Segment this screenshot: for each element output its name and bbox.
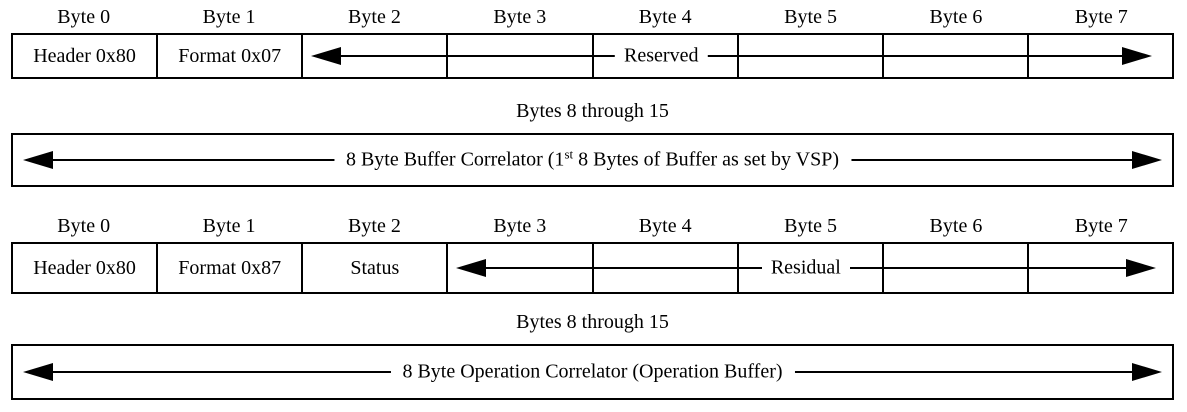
table1-cell-header: Header 0x80 <box>33 44 136 67</box>
byte-header-label: Byte 1 <box>202 215 256 237</box>
arrowhead-left-icon <box>455 259 486 277</box>
byte-header-label: Byte 1 <box>202 6 256 28</box>
operation-correlator-box: 8 Byte Operation Correlator (Operation B… <box>11 344 1174 400</box>
reserved-label: Reserved <box>615 44 708 68</box>
table2-cell-format: Format 0x87 <box>156 244 301 292</box>
byte-header-label: Byte 7 <box>1074 6 1128 28</box>
byte-header-label: Byte 5 <box>784 6 837 28</box>
byte-header-label: Byte 3 <box>493 6 547 28</box>
label-text: 8 Byte Buffer Correlator (1 <box>345 148 565 171</box>
table2-cell-header: Header 0x80 <box>33 256 136 279</box>
byte-header-label: Byte 6 <box>929 215 983 237</box>
table1-cell-format: Format 0x07 <box>156 35 301 77</box>
label-text: 8 Bytes of Buffer as set by VSP) <box>573 148 840 171</box>
arrowhead-left-icon <box>23 363 53 381</box>
arrowhead-right-icon <box>1122 47 1152 65</box>
byte-header-label: Byte 0 <box>57 215 111 237</box>
table2-byte-header-row: Byte 0 Byte 1 Byte 2 Byte 3 Byte 4 Byte … <box>11 215 1174 242</box>
table2-cell-byte3 <box>446 244 591 292</box>
byte-header-label: Byte 6 <box>929 6 983 28</box>
table2-cell-status: Status <box>301 244 446 292</box>
byte-header-label: Byte 3 <box>493 215 547 237</box>
arrowhead-right-icon <box>1132 151 1162 169</box>
byte-header-label: Byte 4 <box>638 215 692 237</box>
table1-cell-byte2 <box>301 35 446 77</box>
arrowhead-right-icon <box>1126 259 1156 277</box>
buffer-correlator-label: 8 Byte Buffer Correlator (1st 8 Bytes of… <box>333 146 852 172</box>
byte-layout-diagram: Byte 0 Byte 1 Byte 2 Byte 3 Byte 4 Byte … <box>11 0 1174 400</box>
arrowhead-left-icon <box>23 151 53 169</box>
byte-header-label: Byte 2 <box>348 6 401 28</box>
table1-byte-header-row: Byte 0 Byte 1 Byte 2 Byte 3 Byte 4 Byte … <box>11 6 1174 33</box>
byte-header-label: Byte 4 <box>638 6 692 28</box>
buffer-correlator-box: 8 Byte Buffer Correlator (1st 8 Bytes of… <box>11 133 1174 187</box>
operation-correlator-label: 8 Byte Operation Correlator (Operation B… <box>390 360 795 384</box>
residual-label: Residual <box>761 256 850 280</box>
arrowhead-right-icon <box>1132 363 1162 381</box>
arrow-shaft <box>336 55 1126 57</box>
table2-row: Header 0x80 Format 0x87 Status Residual <box>11 242 1174 294</box>
byte-header-label: Byte 7 <box>1074 215 1128 237</box>
arrowhead-left-icon <box>310 47 341 65</box>
byte-header-label: Byte 5 <box>784 215 837 237</box>
bytes-8-15-caption: Bytes 8 through 15 <box>516 100 669 122</box>
byte-header-label: Byte 2 <box>348 215 401 237</box>
bytes-8-15-caption: Bytes 8 through 15 <box>516 311 669 333</box>
byte-header-label: Byte 0 <box>57 6 111 28</box>
ordinal-superscript: st <box>564 146 574 162</box>
table1-row: Header 0x80 Format 0x07 Reserved <box>11 33 1174 79</box>
